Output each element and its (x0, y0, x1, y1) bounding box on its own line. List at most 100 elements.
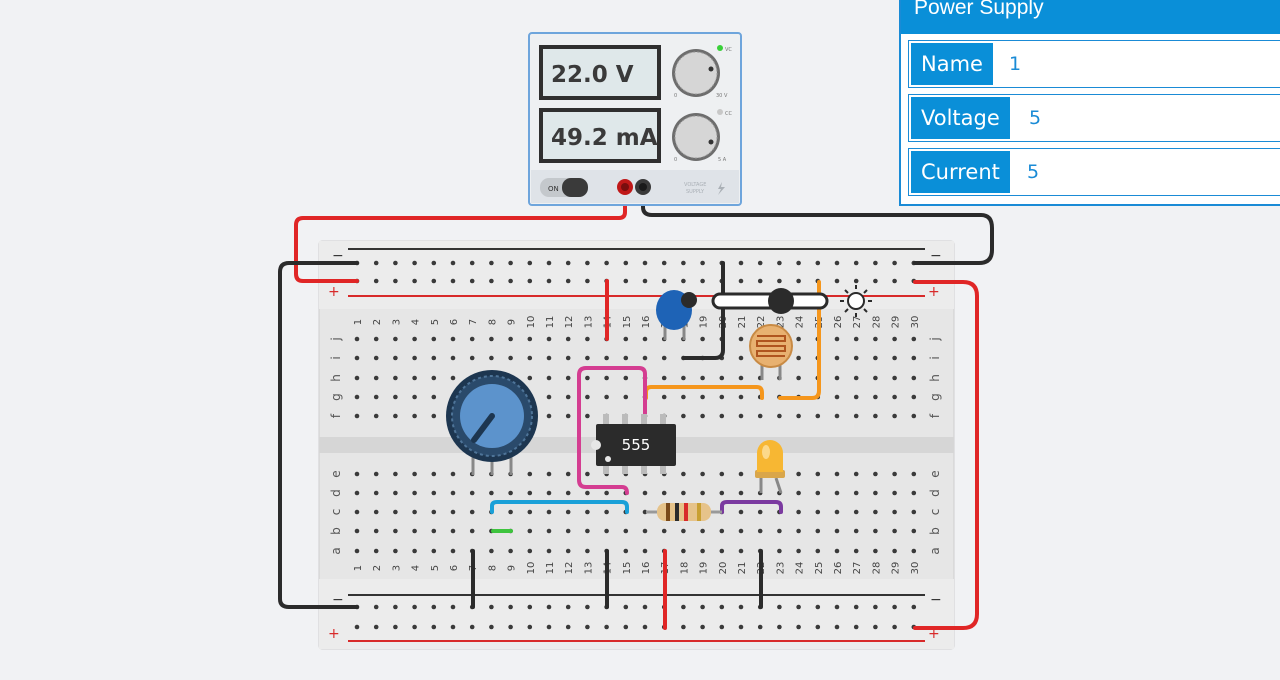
breadboard-hole[interactable] (546, 471, 552, 477)
breadboard-hole[interactable] (853, 490, 859, 496)
breadboard-hole[interactable] (892, 260, 897, 266)
breadboard-hole[interactable] (661, 490, 667, 496)
light-source-icon[interactable] (840, 285, 872, 317)
breadboard-hole[interactable] (892, 490, 897, 496)
breadboard-hole[interactable] (450, 528, 456, 534)
breadboard-hole[interactable] (373, 375, 379, 381)
breadboard-hole[interactable] (489, 548, 494, 554)
breadboard-hole[interactable] (546, 528, 552, 534)
breadboard-hole[interactable] (469, 509, 475, 515)
breadboard-hole[interactable] (777, 278, 782, 284)
breadboard-hole[interactable] (738, 490, 744, 496)
breadboard-hole[interactable] (873, 548, 878, 554)
breadboard-hole[interactable] (565, 490, 571, 496)
breadboard-hole[interactable] (911, 604, 917, 610)
breadboard-hole[interactable] (892, 278, 897, 284)
breadboard-hole[interactable] (757, 278, 763, 284)
breadboard-hole[interactable] (815, 509, 821, 515)
breadboard-hole[interactable] (412, 260, 417, 266)
breadboard-hole[interactable] (834, 490, 840, 496)
breadboard-hole[interactable] (777, 413, 782, 419)
breadboard-hole[interactable] (661, 260, 667, 266)
breadboard-hole[interactable] (373, 624, 379, 630)
breadboard-hole[interactable] (393, 394, 398, 400)
breadboard-hole[interactable] (796, 490, 801, 496)
breadboard-hole[interactable] (604, 624, 609, 630)
breadboard-hole[interactable] (546, 509, 552, 515)
breadboard-hole[interactable] (853, 471, 859, 477)
breadboard-hole[interactable] (412, 471, 417, 477)
breadboard-hole[interactable] (719, 604, 725, 610)
breadboard-hole[interactable] (700, 336, 705, 342)
breadboard-hole[interactable] (853, 375, 859, 381)
breadboard-hole[interactable] (354, 490, 360, 496)
breadboard-hole[interactable] (412, 528, 417, 534)
breadboard-hole[interactable] (738, 394, 744, 400)
breadboard-hole[interactable] (623, 278, 629, 284)
voltage-knob[interactable] (672, 49, 720, 97)
breadboard-hole[interactable] (911, 509, 917, 515)
breadboard-hole[interactable] (853, 355, 859, 361)
field-name-input[interactable]: 1 (1009, 53, 1022, 75)
breadboard-hole[interactable] (719, 548, 725, 554)
breadboard-hole[interactable] (719, 471, 725, 477)
breadboard-hole[interactable] (796, 471, 801, 477)
breadboard-hole[interactable] (815, 604, 821, 610)
breadboard-hole[interactable] (623, 355, 629, 361)
breadboard-hole[interactable] (565, 394, 571, 400)
breadboard-hole[interactable] (661, 355, 667, 361)
breadboard-hole[interactable] (393, 375, 398, 381)
breadboard-hole[interactable] (546, 260, 552, 266)
breadboard-hole[interactable] (911, 471, 917, 477)
breadboard-hole[interactable] (412, 548, 417, 554)
breadboard-hole[interactable] (700, 490, 705, 496)
breadboard-hole[interactable] (527, 260, 533, 266)
breadboard-hole[interactable] (911, 413, 917, 419)
breadboard-hole[interactable] (354, 471, 360, 477)
breadboard-hole[interactable] (834, 604, 840, 610)
breadboard-hole[interactable] (777, 260, 782, 266)
breadboard-hole[interactable] (431, 355, 437, 361)
breadboard-hole[interactable] (892, 509, 897, 515)
wire-black-left-ground[interactable] (278, 261, 359, 609)
breadboard-hole[interactable] (546, 375, 552, 381)
ic-555[interactable]: 555 (591, 414, 676, 474)
breadboard-hole[interactable] (450, 548, 456, 554)
breadboard-hole[interactable] (585, 260, 590, 266)
breadboard-hole[interactable] (412, 394, 417, 400)
breadboard-hole[interactable] (700, 375, 705, 381)
breadboard-hole[interactable] (873, 336, 878, 342)
breadboard-hole[interactable] (873, 471, 878, 477)
breadboard-hole[interactable] (373, 471, 379, 477)
breadboard-hole[interactable] (892, 624, 897, 630)
breadboard-hole[interactable] (393, 336, 398, 342)
field-voltage-input[interactable]: 5 (1029, 107, 1042, 129)
breadboard-hole[interactable] (642, 624, 648, 630)
wire-magenta[interactable] (577, 366, 647, 495)
breadboard-hole[interactable] (412, 624, 417, 630)
breadboard-hole[interactable] (546, 548, 552, 554)
wire-red-right-power[interactable] (913, 280, 979, 630)
power-supply[interactable]: 22.0 V 49.2 mA VC 0 30 V CC 0 5 A ON (528, 32, 742, 206)
power-toggle-switch[interactable]: ON (540, 178, 588, 197)
breadboard-hole[interactable] (834, 509, 840, 515)
breadboard-hole[interactable] (834, 336, 840, 342)
breadboard-hole[interactable] (489, 278, 494, 284)
breadboard-hole[interactable] (508, 548, 513, 554)
breadboard-hole[interactable] (450, 278, 456, 284)
breadboard-hole[interactable] (681, 278, 686, 284)
breadboard-hole[interactable] (853, 413, 859, 419)
breadboard-hole[interactable] (546, 413, 552, 419)
breadboard-hole[interactable] (469, 278, 475, 284)
breadboard-hole[interactable] (777, 624, 782, 630)
breadboard-hole[interactable] (661, 528, 667, 534)
breadboard-hole[interactable] (834, 355, 840, 361)
breadboard-hole[interactable] (911, 394, 917, 400)
breadboard-hole[interactable] (412, 604, 417, 610)
breadboard-hole[interactable] (892, 548, 897, 554)
breadboard-hole[interactable] (642, 604, 648, 610)
breadboard-hole[interactable] (546, 336, 552, 342)
breadboard-hole[interactable] (681, 471, 686, 477)
breadboard-hole[interactable] (738, 355, 744, 361)
